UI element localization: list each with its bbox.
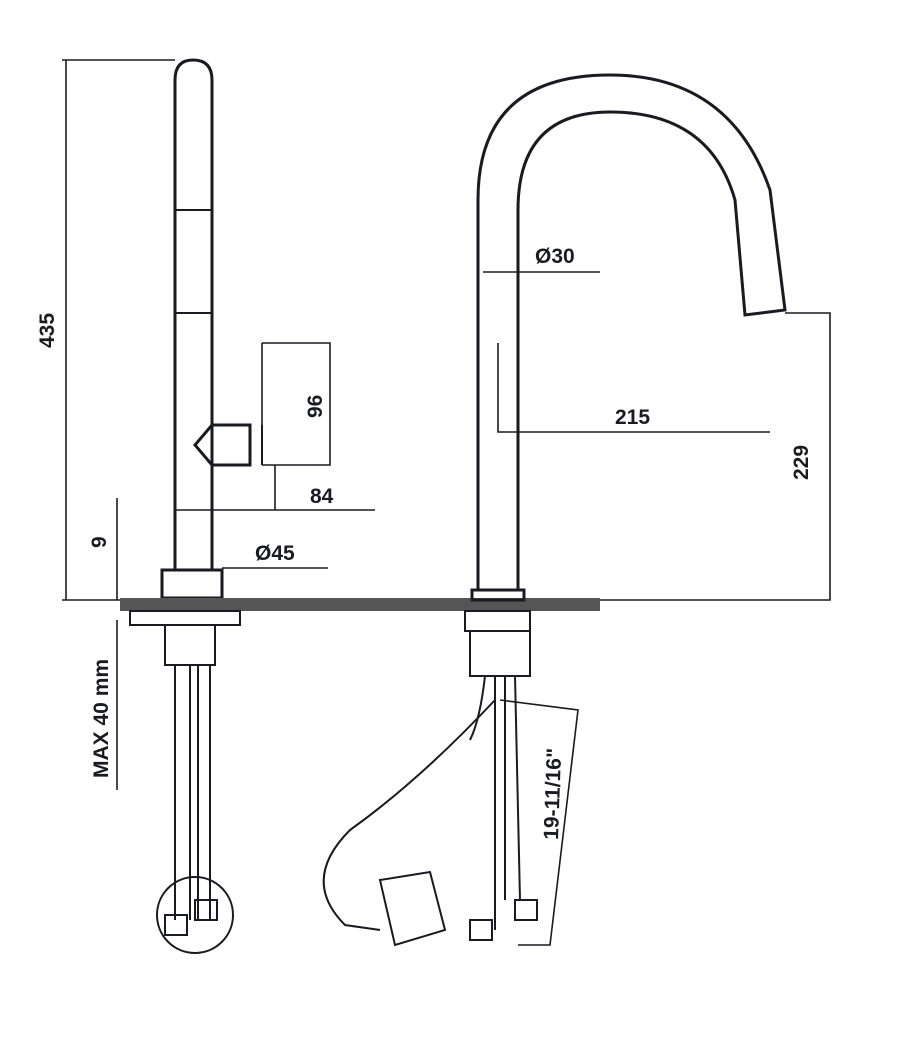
- dim-handle-reach: 84: [310, 485, 334, 508]
- dim-spout-reach: 215: [615, 406, 650, 429]
- dim-spout-diameter: Ø30: [535, 245, 575, 268]
- side-view: [62, 58, 600, 954]
- dim-base-diameter: Ø45: [255, 542, 295, 565]
- dim-hose-length: 19-11/16": [540, 748, 566, 840]
- front-view: [322, 73, 831, 947]
- dim-handle-height: 96: [304, 395, 327, 418]
- dim-total-height: 435: [36, 313, 59, 348]
- dim-base-height: 9: [88, 536, 111, 548]
- dim-spout-height: 229: [790, 445, 813, 480]
- dim-max-deck: MAX 40 mm: [90, 659, 113, 778]
